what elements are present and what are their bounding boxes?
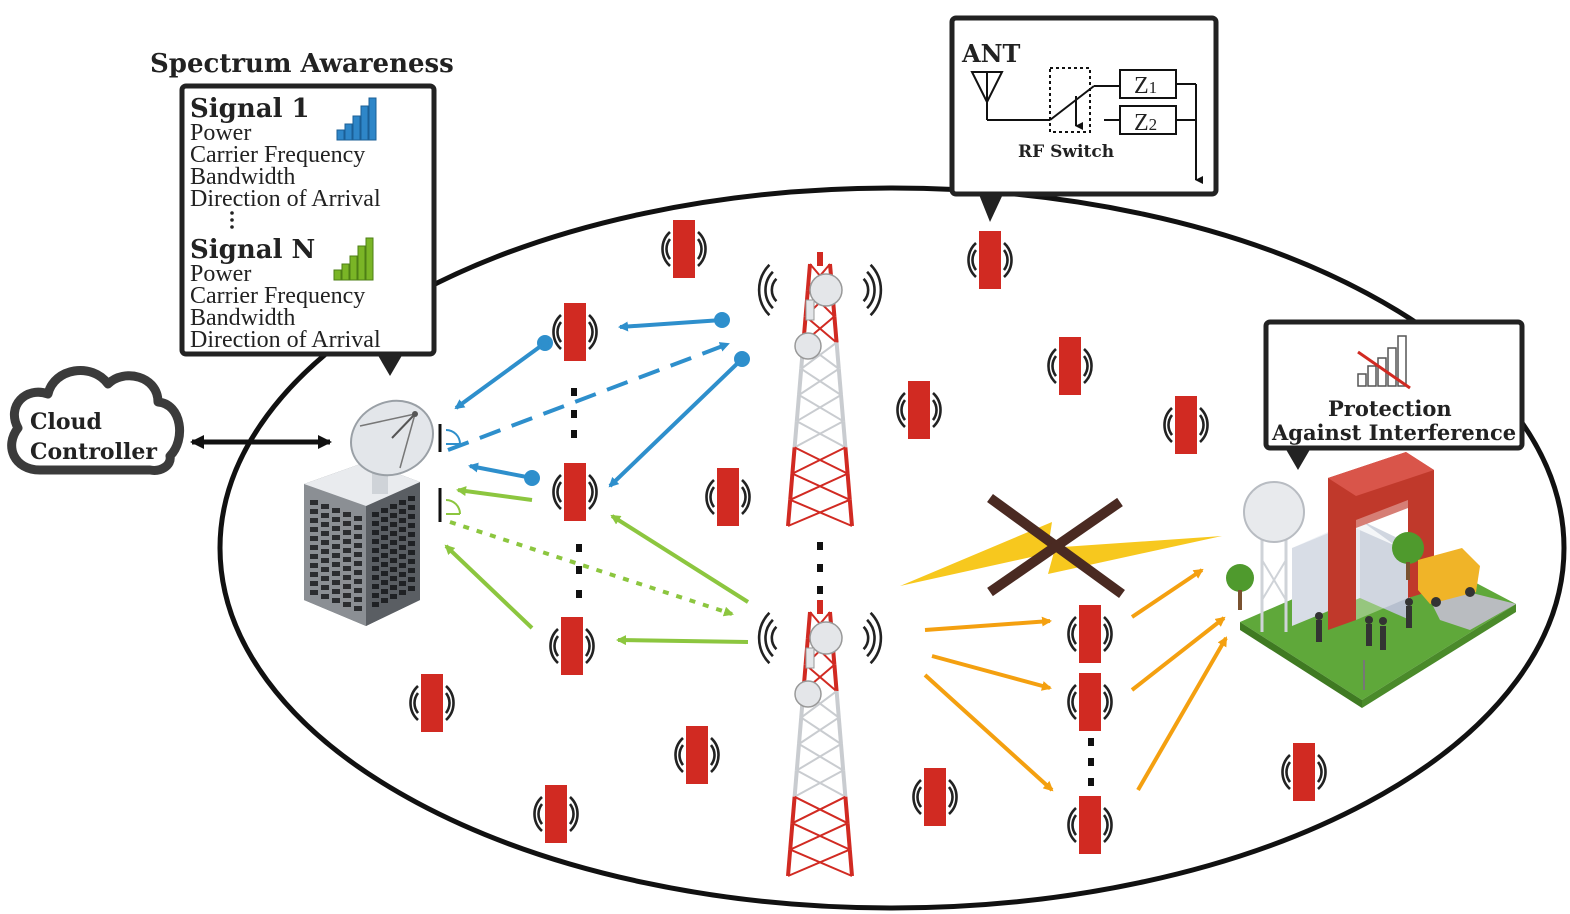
protection-line2: Against Interference: [1271, 420, 1516, 445]
impedance-z1: Z1: [1119, 69, 1177, 99]
signal-n-label: Signal N: [190, 235, 315, 265]
building-icon: [304, 462, 420, 626]
switch-output-lines: [1176, 83, 1203, 184]
rf-switch-callout: ANT Z1 Z2 RF Switch: [949, 15, 1219, 222]
radio-device-icon: [1067, 673, 1113, 731]
signal-1-attr-carrier: Carrier Frequency: [190, 142, 365, 168]
vertical-ellipsis: [230, 211, 234, 229]
radio-device-icon: [549, 617, 595, 675]
signal-1-attr-bandwidth: Bandwidth: [190, 164, 295, 190]
radio-device-icon: [705, 468, 751, 526]
signal-1-attr-doa: Direction of Arrival: [190, 186, 381, 212]
rf-switch-label: RF Switch: [1018, 142, 1114, 162]
protection-line1: Protection: [1328, 396, 1452, 421]
satellite-dish-icon: [350, 399, 434, 494]
radio-device-icon: [552, 463, 598, 521]
radio-device-icon: [533, 785, 579, 843]
interference-icon: [900, 493, 1222, 599]
svg-text:Z1: Z1: [1134, 73, 1157, 99]
green-links: [444, 486, 750, 646]
radio-device-icon: [661, 220, 707, 278]
radio-device-icon: [409, 674, 455, 732]
cell-tower-icon: [757, 252, 883, 527]
switch-symbol: [1049, 67, 1120, 133]
svg-text:Z2: Z2: [1134, 110, 1157, 136]
blocked-signal-bars-icon: [1357, 335, 1411, 390]
radio-device-icon: [1047, 337, 1093, 395]
radio-device-icon: [552, 303, 598, 361]
signal-1-bars-icon: [336, 97, 377, 141]
signal-n-bars-icon: [333, 237, 374, 281]
impedance-z2: Z2: [1119, 105, 1177, 136]
cell-tower-icon: [757, 600, 883, 877]
signal-1-attr-power: Power: [190, 120, 251, 146]
cloud-label-line2: Controller: [30, 439, 157, 465]
blue-links: [447, 312, 750, 488]
protection-callout: Protection Against Interference: [1263, 319, 1525, 470]
radio-device-icon: [912, 768, 958, 826]
signal-n-attr-power: Power: [190, 261, 251, 287]
signal-1-label: Signal 1: [190, 94, 310, 124]
weather-station-icon: [1226, 452, 1516, 708]
ellipsis-dots: [571, 388, 1094, 786]
cell-towers: [757, 252, 883, 877]
radio-device-icon: [1067, 605, 1113, 663]
building-windows: [310, 496, 415, 611]
antenna-icon: [970, 71, 1050, 121]
ant-label: ANT: [961, 39, 1021, 68]
orange-links: [923, 568, 1228, 792]
radio-device-icon: [967, 231, 1013, 289]
antenna-array-panels: [438, 424, 461, 522]
radio-device-icon: [1281, 743, 1327, 801]
radio-device-icon: [896, 381, 942, 439]
cloud-icon: [7, 366, 185, 475]
spectrum-awareness-title: Spectrum Awareness: [150, 49, 454, 79]
radio-device-icon: [674, 726, 720, 784]
spectrum-awareness-callout: Signal 1 Power Carrier Frequency Bandwid…: [179, 83, 437, 376]
cloud-label-line1: Cloud: [30, 409, 102, 435]
signal-n-attr-doa: Direction of Arrival: [190, 327, 381, 353]
radio-device-icon: [1163, 396, 1209, 454]
network-area-ellipse: [217, 185, 1567, 911]
radio-devices: [409, 220, 1327, 854]
signal-n-attr-bandwidth: Bandwidth: [190, 305, 295, 331]
radio-device-icon: [1067, 796, 1113, 854]
signal-n-attr-carrier: Carrier Frequency: [190, 283, 365, 309]
